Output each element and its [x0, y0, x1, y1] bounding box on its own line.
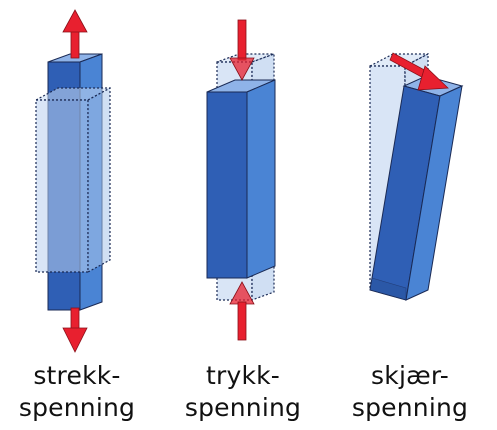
caption-compression: trykk- spenning [168, 360, 318, 424]
caption-compression-line1: trykk- [205, 361, 281, 390]
shear-arrow-right-icon [389, 52, 449, 91]
compression-block [206, 79, 276, 279]
caption-tension-line1: strekk- [33, 361, 121, 390]
caption-tension-line2: spenning [18, 393, 136, 422]
caption-shear-line2: spenning [351, 393, 469, 422]
tension-figure [35, 9, 111, 353]
tension-arrow-up-icon [62, 9, 88, 59]
caption-compression-line2: spenning [184, 393, 302, 422]
compression-arrow-down-icon [229, 19, 255, 81]
compression-figure [206, 19, 276, 341]
tension-original-outline [35, 86, 111, 274]
compression-arrow-up-icon [229, 281, 255, 341]
caption-shear-line1: skjær- [371, 361, 449, 390]
tension-arrow-down-icon [62, 307, 88, 353]
shear-figure [369, 52, 464, 301]
caption-shear: skjær- spenning [335, 360, 485, 424]
caption-tension: strekk- spenning [2, 360, 152, 424]
